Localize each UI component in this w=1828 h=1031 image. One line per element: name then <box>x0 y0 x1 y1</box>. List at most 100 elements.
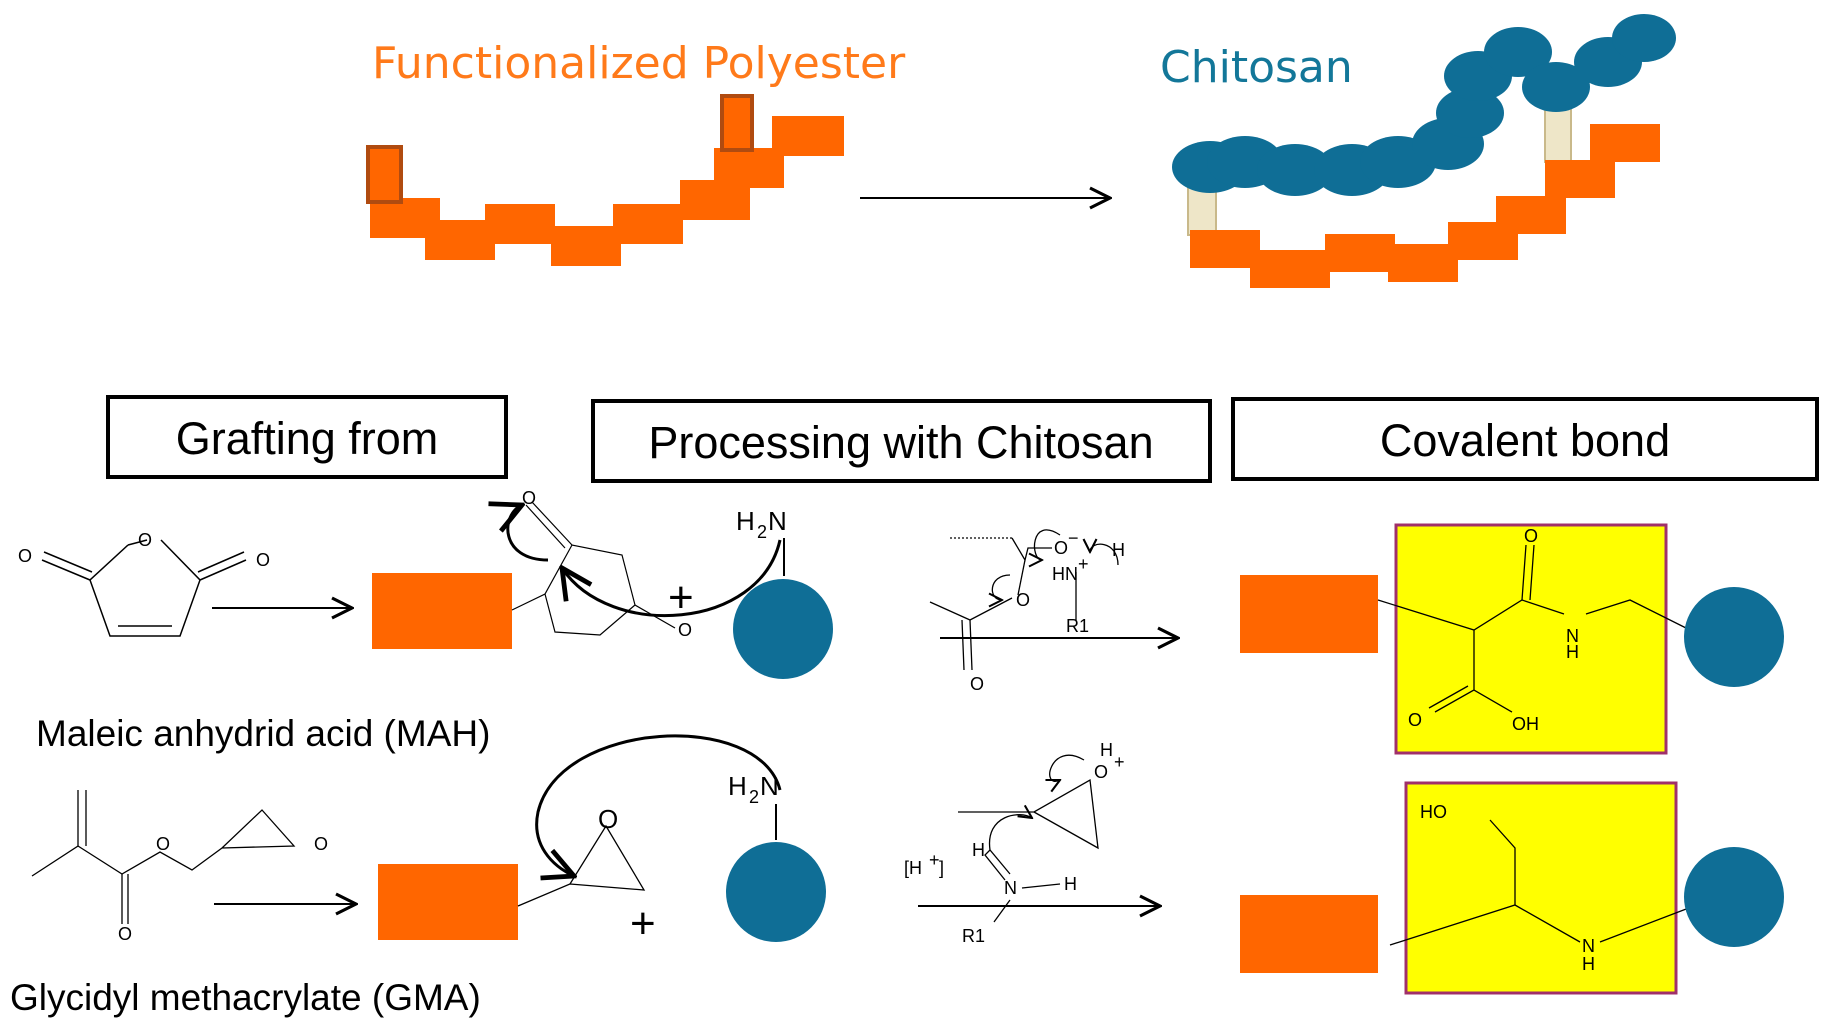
chitosan-unit <box>1612 14 1676 62</box>
atom-h: H <box>972 840 985 860</box>
charge-plus: + <box>1114 752 1125 772</box>
amine-group: H 2 N <box>736 506 787 576</box>
atom-h: H <box>1112 540 1125 560</box>
atom-o: O <box>256 550 270 570</box>
atom-o: O <box>522 488 536 508</box>
product-highlight-box <box>1394 523 1668 755</box>
polyester-segment <box>1590 124 1660 162</box>
atom-o: O <box>138 530 152 550</box>
atom-o: O <box>598 804 618 834</box>
grafted-anhydride <box>511 501 676 636</box>
chitosan-bead <box>733 579 833 679</box>
atom-hn-plus: HN <box>1052 564 1078 584</box>
grafted-epoxide <box>517 824 646 907</box>
chitosan-unit <box>1484 27 1552 77</box>
header-box-covalent <box>1231 397 1819 481</box>
polyester-segment <box>1250 250 1330 288</box>
functional-group <box>720 94 754 152</box>
polyester-segment <box>613 204 683 244</box>
header-covalent: Covalent bond <box>1380 415 1670 466</box>
atom-r1: R1 <box>1066 616 1089 636</box>
header-box-grafting <box>106 395 508 479</box>
chitosan-bead <box>1684 587 1784 687</box>
polyester-block <box>1240 575 1378 653</box>
atom-nh-n: N <box>1566 626 1579 646</box>
curved-arrow <box>535 734 782 876</box>
atom-h: H <box>1064 874 1077 894</box>
polyester-title: Functionalized Polyester <box>372 38 906 89</box>
atom-oh: OH <box>1512 714 1539 734</box>
chitosan-unit <box>1522 62 1590 112</box>
mechanism-mah <box>929 529 1119 671</box>
atom-n: N <box>768 506 787 536</box>
polyester-segment <box>551 226 621 266</box>
atom-o-plus: O <box>1094 762 1108 782</box>
atom-nh-n: N <box>1582 936 1595 956</box>
atom-o: O <box>1016 590 1030 610</box>
charge-minus: − <box>1068 528 1079 548</box>
acid-catalyst-charge: + <box>929 850 940 870</box>
mah-product-structure <box>1377 544 1691 713</box>
polyester-chain <box>366 94 844 266</box>
polyester-block <box>1240 895 1378 973</box>
atom-o: O <box>314 834 328 854</box>
atom-o: O <box>118 924 132 944</box>
chitosan-title: Chitosan <box>1160 42 1353 93</box>
atom-h: H <box>736 506 755 536</box>
atom-h: H <box>728 771 747 801</box>
header-processing: Processing with Chitosan <box>648 417 1153 468</box>
atom-o-minus: O <box>1054 538 1068 558</box>
linker <box>1544 107 1572 163</box>
atom-nh-h: H <box>1566 642 1579 662</box>
mah-molecule <box>41 539 247 637</box>
header-grafting: Grafting from <box>176 413 439 464</box>
mah-label: Maleic anhydrid acid (MAH) <box>36 713 490 754</box>
atom-o: O <box>970 674 984 694</box>
curved-arrow <box>508 505 549 562</box>
atom-ho: HO <box>1420 802 1447 822</box>
polyester-segment <box>485 204 555 244</box>
chitosan-unit <box>1257 144 1333 196</box>
atom-subscript-2: 2 <box>749 787 759 807</box>
atom-o: O <box>1524 526 1538 546</box>
atom-r1: R1 <box>962 926 985 946</box>
polyester-block <box>378 864 518 940</box>
header-box-processing <box>591 399 1212 483</box>
atom-o: O <box>156 834 170 854</box>
gma-label: Glycidyl methacrylate (GMA) <box>10 977 481 1018</box>
chitosan-unit <box>1436 88 1504 138</box>
polyester-segment <box>1190 230 1260 268</box>
atom-n: N <box>760 771 779 801</box>
polyester-segment <box>425 220 495 260</box>
polyester-block <box>372 573 512 649</box>
polyester-segment <box>1388 244 1458 282</box>
charge-plus: + <box>1078 554 1089 574</box>
chitosan-units <box>1172 14 1676 196</box>
atom-nh-h: H <box>1582 954 1595 974</box>
polyester-segment <box>1496 196 1566 234</box>
atom-subscript-2: 2 <box>757 522 767 542</box>
polyester-segment <box>1325 234 1395 272</box>
gma-product-structure <box>1389 819 1695 946</box>
atom-o: O <box>18 546 32 566</box>
atom-o: O <box>678 620 692 640</box>
product-highlight-box <box>1404 781 1678 995</box>
atom-h: H <box>1100 740 1113 760</box>
polyester-segment <box>1545 160 1615 198</box>
plus-sign: + <box>668 573 694 622</box>
acid-catalyst-close: ] <box>939 858 944 878</box>
polyester-segment <box>772 116 844 156</box>
functional-group <box>366 145 403 204</box>
chitosan-bead <box>1684 847 1784 947</box>
grafted-chain <box>1172 14 1676 288</box>
atom-n: N <box>1004 878 1017 898</box>
plus-sign: + <box>630 899 656 948</box>
chitosan-bead <box>726 842 826 942</box>
gma-molecule <box>31 790 296 924</box>
atom-o: O <box>1408 710 1422 730</box>
curved-arrow <box>562 539 782 617</box>
mechanism-gma <box>958 754 1099 923</box>
acid-catalyst-open: [H <box>904 858 922 878</box>
amine-group: H 2 N <box>728 771 779 840</box>
